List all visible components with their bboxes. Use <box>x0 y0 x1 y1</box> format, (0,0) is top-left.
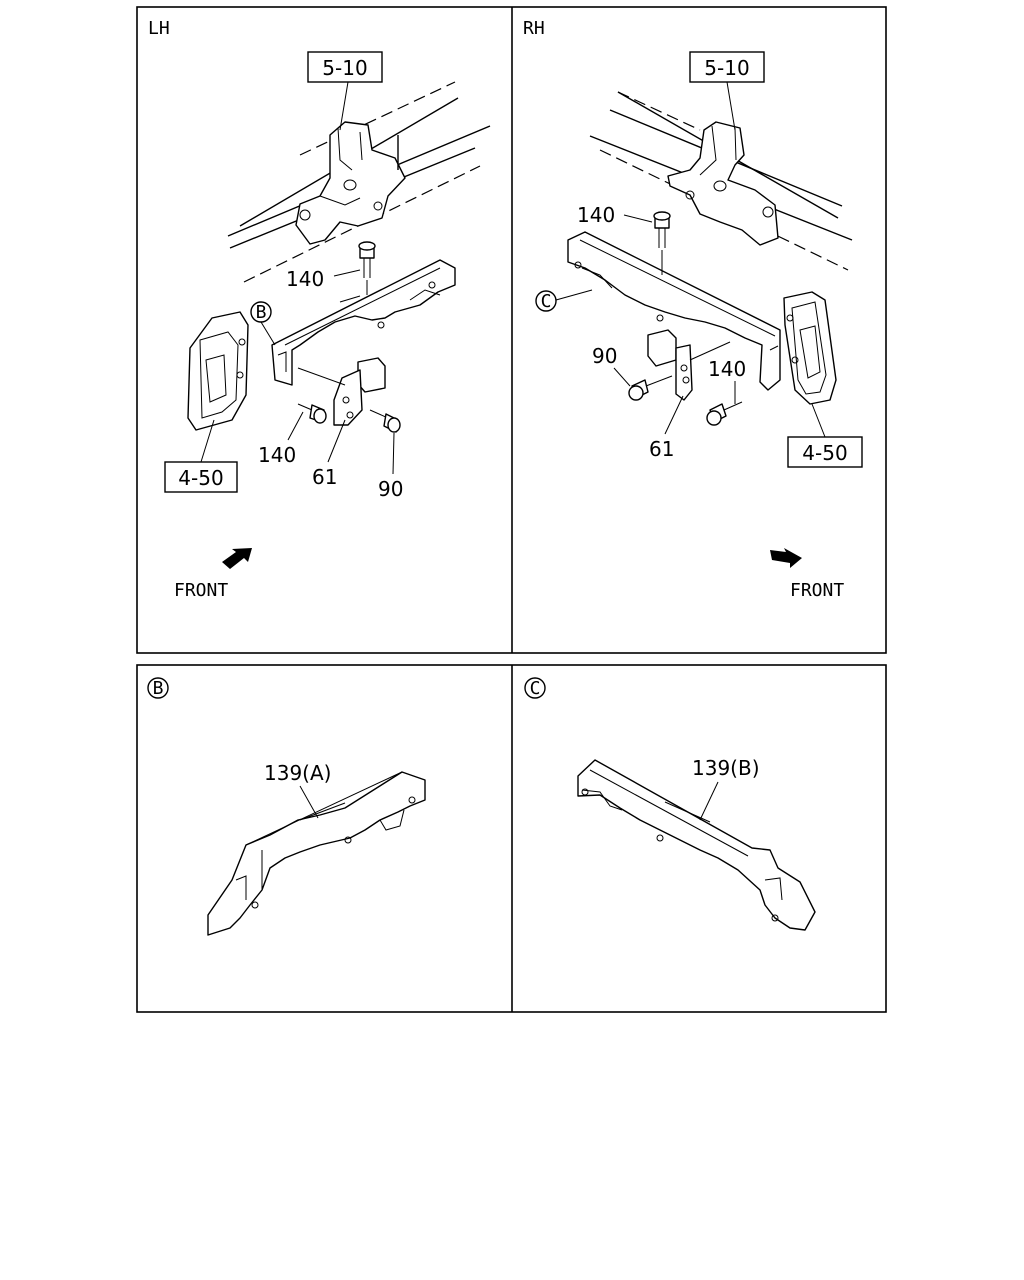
rh-lamp: 4-50 <box>783 291 863 468</box>
lh-bolt-bottom <box>297 403 327 424</box>
rh-callout-140-right: 140 <box>708 357 746 381</box>
panel-rh: RH 5-10 <box>523 18 863 601</box>
panel-detail-c: C 139(B) <box>524 677 816 931</box>
lh-callout-140-bottom: 140 <box>258 443 296 467</box>
lh-bolt-top <box>358 241 376 295</box>
rh-front-indicator: FRONT <box>770 548 844 601</box>
lh-lamp-ref-label: 4-50 <box>178 466 223 490</box>
rh-bolt-right <box>706 401 743 426</box>
rh-bolt-top <box>653 211 671 275</box>
rh-callouts: 140 C 90 140 61 <box>535 203 746 461</box>
rh-callout-61: 61 <box>649 437 674 461</box>
lh-frame-hanger <box>295 121 406 245</box>
lh-frame-ref-label: 5-10 <box>322 56 367 80</box>
rh-detail-marker: C <box>541 291 552 312</box>
rh-frame-ref: 5-10 <box>689 51 765 131</box>
lh-lamp: 4-50 <box>164 311 249 493</box>
detail-c-marker: C <box>530 678 541 699</box>
panel-detail-b: B 139(A) <box>147 677 426 936</box>
lh-detail-marker: B <box>256 302 267 323</box>
rh-screw <box>628 375 673 401</box>
lh-callouts: 140 B 140 61 90 <box>250 267 403 501</box>
rh-callout-140-top: 140 <box>577 203 615 227</box>
rh-crossmember <box>567 231 781 391</box>
panel-lh: LH 5-10 <box>148 18 491 601</box>
lh-callout-140-top: 140 <box>286 267 324 291</box>
detail-b-part-label: 139(A) <box>264 761 331 785</box>
lh-callout-90: 90 <box>378 477 403 501</box>
lh-front-label: FRONT <box>174 580 228 601</box>
detail-c-part-label: 139(B) <box>692 756 760 780</box>
rh-bracket <box>647 329 731 401</box>
lh-bracket <box>297 357 386 426</box>
detail-c-bracket <box>577 759 816 931</box>
rh-frame-hanger <box>667 121 779 246</box>
rh-front-label: FRONT <box>790 580 844 601</box>
detail-b-bracket <box>207 771 426 936</box>
rh-header: RH <box>523 18 545 39</box>
detail-b-marker: B <box>153 678 164 699</box>
lh-front-indicator: FRONT <box>174 548 252 601</box>
rh-frame-ref-label: 5-10 <box>704 56 749 80</box>
lh-header: LH <box>148 18 170 39</box>
lh-screw <box>369 409 401 433</box>
rh-lamp-ref-label: 4-50 <box>802 441 847 465</box>
rh-front-arrow-icon <box>770 548 802 568</box>
lh-crossmember <box>271 259 456 386</box>
lh-frame-ref: 5-10 <box>307 51 383 131</box>
lh-callout-61: 61 <box>312 465 337 489</box>
rh-callout-90: 90 <box>592 344 617 368</box>
panel-frames <box>136 6 887 1013</box>
lh-front-arrow-icon <box>222 548 252 569</box>
